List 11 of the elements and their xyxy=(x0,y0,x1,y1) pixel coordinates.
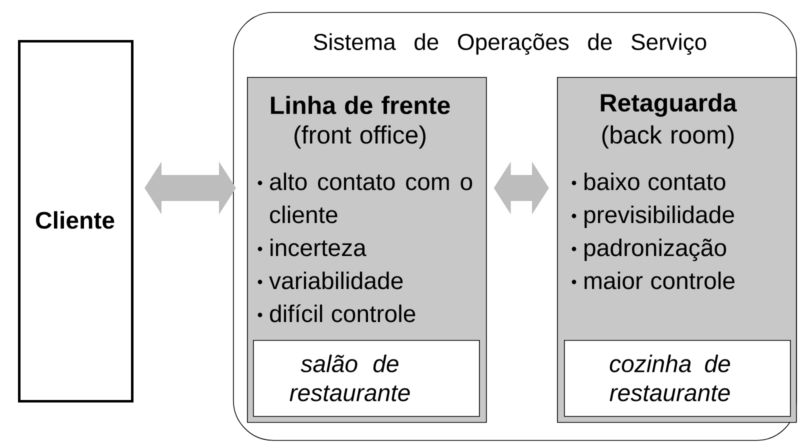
bullet-item: previsibilidade xyxy=(572,206,734,228)
example-box: cozinha de restaurante xyxy=(564,340,791,417)
bullet-item: padronização xyxy=(572,238,726,262)
bullet-item: incerteza xyxy=(258,238,366,256)
bullet-item: difícil controle xyxy=(258,304,416,322)
bullet-item: baixo contato xyxy=(584,172,726,190)
example-box: salão de restaurante xyxy=(253,340,480,417)
double-arrow xyxy=(144,162,236,214)
bullet-item: maior controle xyxy=(572,272,734,290)
bullet-item: variabilidade xyxy=(258,272,403,290)
client-box: Cliente xyxy=(18,40,134,402)
